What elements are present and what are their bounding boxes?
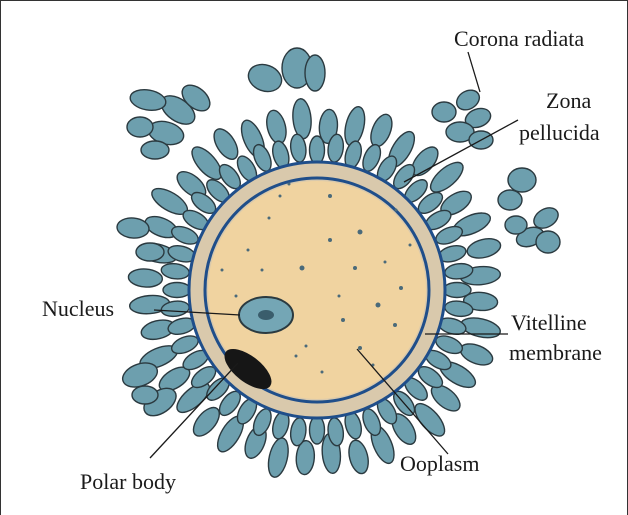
corona-cell: [127, 117, 153, 137]
label-zona-pellucida-line1: Zona: [546, 88, 591, 113]
corona-cell: [457, 340, 495, 369]
granule: [353, 266, 357, 270]
granule: [221, 269, 224, 272]
label-corona-radiata: Corona radiata: [454, 26, 584, 51]
corona-cell: [160, 262, 190, 281]
corona-cell: [141, 141, 169, 159]
granule: [358, 346, 362, 350]
granule: [295, 355, 298, 358]
granule: [399, 286, 403, 290]
corona-cell: [367, 111, 396, 149]
granule: [268, 217, 271, 220]
corona-cell: [265, 436, 292, 479]
corona-cell: [443, 283, 471, 298]
granule: [393, 323, 397, 327]
corona-cell: [432, 102, 456, 122]
corona-cell: [136, 243, 164, 261]
granule: [288, 183, 291, 186]
corona-cell: [505, 216, 527, 234]
corona-cell: [536, 231, 560, 253]
corona-cell: [305, 55, 325, 91]
corona-cell: [498, 190, 522, 210]
granule: [261, 269, 264, 272]
corona-cell: [128, 268, 163, 288]
granule: [395, 209, 398, 212]
granule: [376, 303, 381, 308]
corona-cell: [132, 386, 158, 404]
label-ooplasm: Ooplasm: [400, 451, 479, 476]
corona-cell: [465, 236, 502, 262]
granule: [235, 295, 238, 298]
label-polar-body: Polar body: [80, 469, 176, 494]
granule: [328, 194, 332, 198]
granule: [247, 249, 250, 252]
corona-cell: [163, 283, 191, 298]
granule: [338, 295, 341, 298]
corona-cell: [116, 217, 150, 240]
corona-cell: [346, 438, 372, 475]
corona-cell: [310, 136, 325, 164]
granule: [305, 345, 308, 348]
granule: [341, 318, 345, 322]
corona-cell: [310, 416, 325, 444]
label-vitelline-membrane-line2: membrane: [509, 340, 602, 365]
label-zona-pellucida-line2: pellucida: [519, 120, 600, 145]
nucleolus: [258, 310, 274, 320]
corona-cell: [291, 98, 312, 139]
granule: [300, 266, 305, 271]
granule: [384, 261, 387, 264]
corona-cell: [129, 87, 168, 113]
granule: [358, 230, 363, 235]
leader-corona-radiata: [468, 52, 480, 92]
corona-cell: [245, 60, 286, 96]
label-nucleus: Nucleus: [42, 296, 114, 321]
granule: [409, 244, 412, 247]
corona-cell: [264, 108, 290, 145]
label-vitelline-membrane-line1: Vitelline: [511, 310, 587, 335]
granule: [328, 238, 332, 242]
granule: [279, 195, 282, 198]
granule: [321, 371, 324, 374]
corona-cell: [508, 168, 536, 192]
